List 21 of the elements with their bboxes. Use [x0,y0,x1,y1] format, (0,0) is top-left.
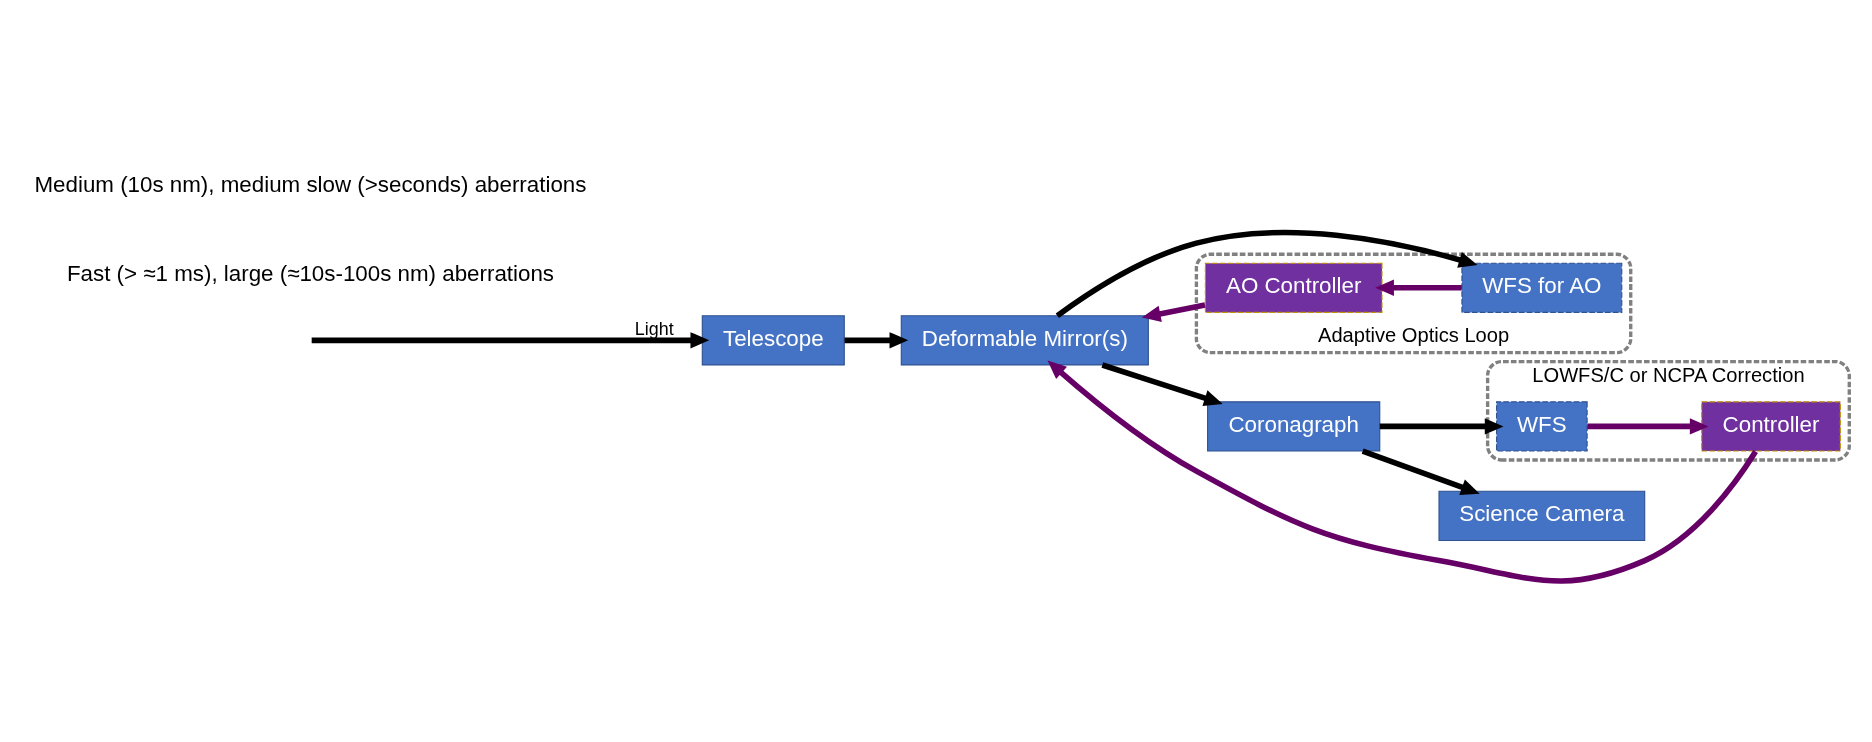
node-box: Coronagraph [1206,400,1380,452]
node-box: Deformable Mirror(s) [900,314,1149,365]
label: Fast (> ≈1 ms), large (≈10s-100s nm) aberrations [66,260,554,286]
arrow [1047,360,1758,584]
label: Medium (10s nm), medium slow (>seconds) aberrations [33,171,586,197]
node-box: Telescope [701,314,845,365]
arrow [1055,229,1477,318]
arrow [1141,301,1206,322]
node-box: WFS [1495,400,1588,452]
node-box: WFS for AO [1460,262,1622,313]
arrow [844,331,908,349]
arrow [1586,417,1709,435]
arrow [1361,447,1480,495]
arrow [311,331,709,349]
node-box: AO Controller [1204,262,1383,313]
arrow [1100,361,1223,406]
arrow [1379,417,1503,435]
node-box: Science Camera [1437,490,1645,541]
arrow [1374,279,1462,296]
node-box: Controller [1700,400,1841,452]
edge-label: Light [634,318,674,339]
